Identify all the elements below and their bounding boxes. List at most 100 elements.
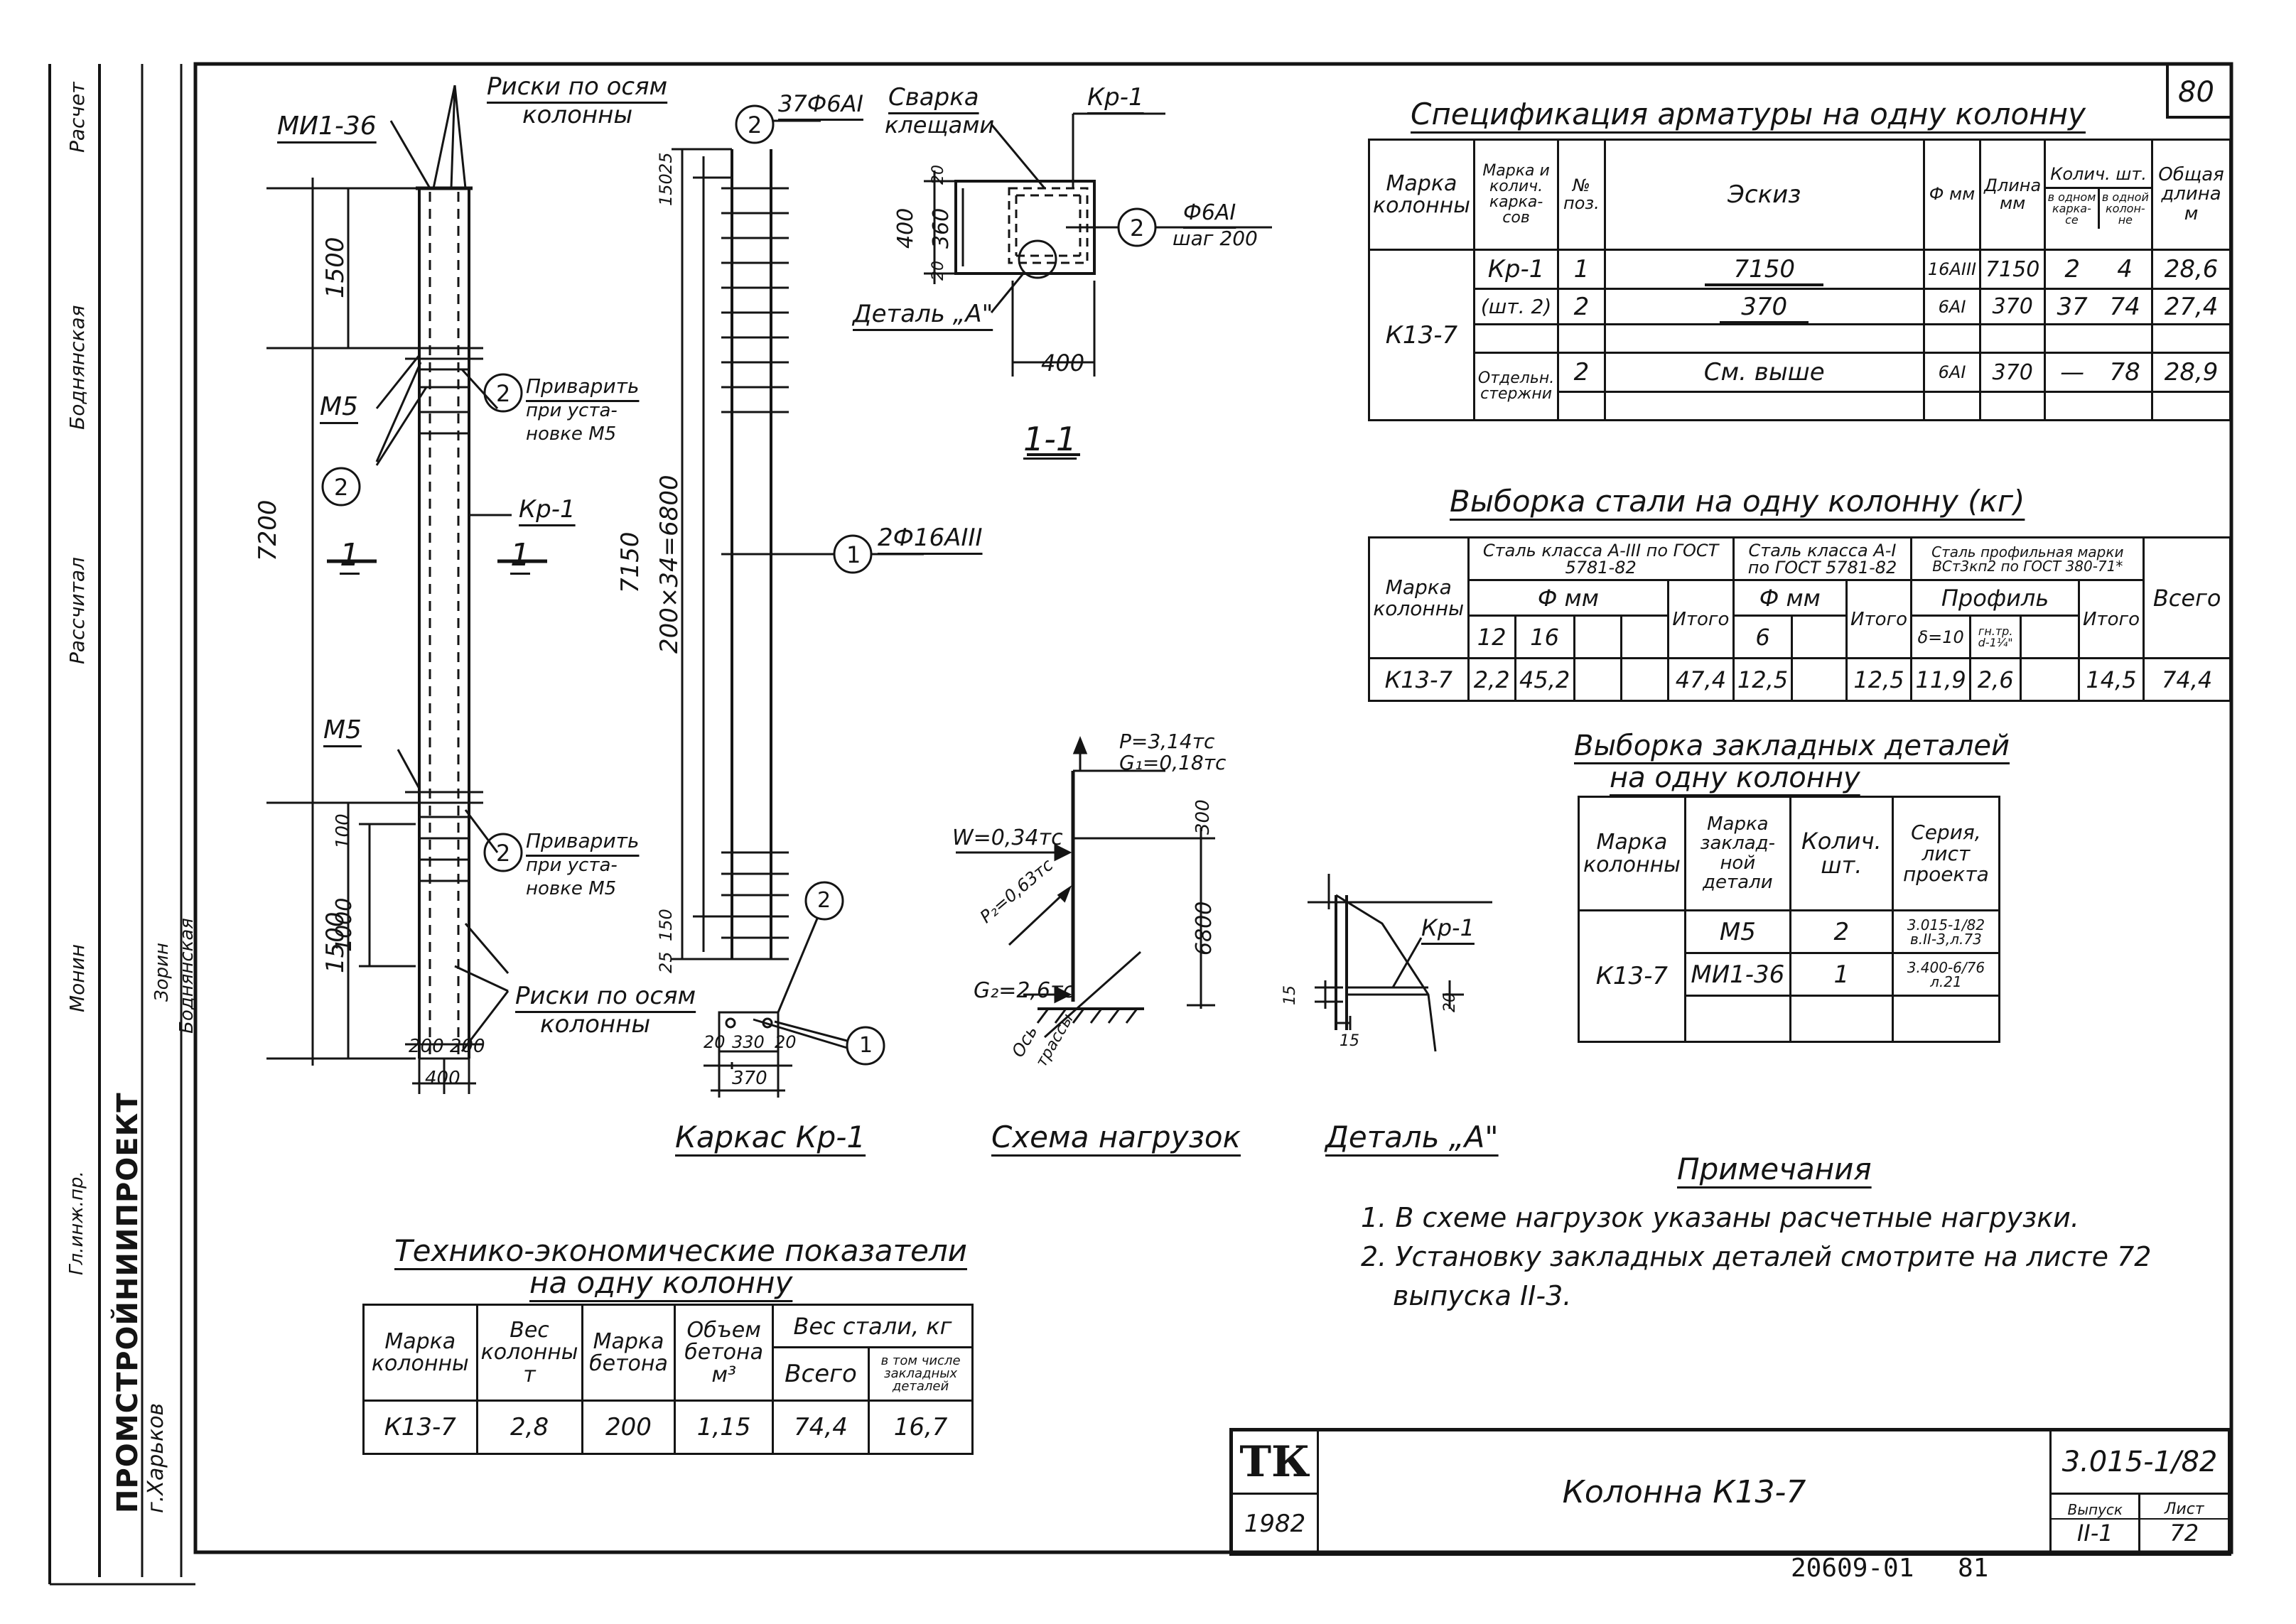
steel-title: Выборка стали на одну колонну (кг) (1450, 484, 2025, 519)
steel-table: Марка колонны Сталь класса А-III по ГОСТ… (1368, 536, 2231, 702)
embed-empty-b (1789, 995, 1894, 1043)
embed-empty-c (1891, 995, 2001, 1043)
embed-h-mark: Марка колонны (1578, 796, 1686, 911)
dim-6800-cage: 200×34=6800 (655, 475, 684, 654)
cage-section-370: 370 (732, 1068, 767, 1089)
spec-row-2-q2: 74 (2109, 292, 2140, 321)
column-m5-lower-label: М5 (323, 715, 362, 745)
steel-h-prof: Сталь профильная марки ВСт3кп2 по ГОСТ 3… (1910, 536, 2145, 581)
tech-mark: К13-7 (362, 1400, 478, 1455)
column-m5-upper-label: М5 (320, 392, 358, 421)
steel-blank-c (1791, 657, 1848, 702)
cage-callout-1: 1 (846, 541, 861, 568)
cage-section-20a: 20 (704, 1032, 726, 1052)
spec-row-1-q2: 4 (2117, 255, 2133, 283)
steel-v16: 45,2 (1514, 657, 1575, 702)
title-issue-label: Выпуск (2052, 1501, 2138, 1520)
dim-1000: 1000 (332, 897, 357, 952)
dim-25-bottom: 25 (656, 951, 676, 973)
spec-h-total: Общая длина м (2151, 139, 2231, 251)
spec-h-cage: Марка и колич. карка-сов (1472, 139, 1560, 251)
spec-mark: К13-7 (1368, 249, 1475, 421)
steel-vd10: 11,9 (1910, 657, 1971, 702)
spec-separate: Отдельн. стержни (1472, 352, 1560, 421)
spec-h-d: Ф мм (1922, 139, 1982, 251)
dim-7150: 7150 (616, 531, 645, 593)
callout-2-left: 2 (334, 474, 349, 501)
cage-bar-main: 2Ф16АIII (878, 524, 983, 552)
spec-row-3-total: 28,9 (2151, 352, 2231, 393)
tech-steel-embed: 16,7 (868, 1400, 974, 1455)
cage-caption: Каркас Кр-1 (675, 1120, 866, 1154)
embed-title-2: на одну колонну (1610, 762, 1860, 794)
tech-title-2: на одну колонну (529, 1265, 793, 1300)
title-issue-value: II-1 (2076, 1519, 2113, 1547)
weld-note-upper-3: новке М5 (526, 423, 617, 445)
callout-2-upper: 2 (496, 380, 511, 407)
spec-row-2-sketch: 370 (1603, 288, 1925, 325)
spec-table: Марка колонны Марка и колич. карка-сов №… (1368, 139, 2231, 421)
section-bar-label-1: Ф6АI (1183, 200, 1236, 225)
steel-h-mark: Марка колонны (1368, 536, 1470, 659)
tech-h-incl: в том числе закладных деталей (868, 1346, 974, 1402)
side-role-4: Расчет (65, 82, 89, 153)
steel-h-12: 12 (1467, 615, 1516, 659)
steel-h-blank-4 (2020, 615, 2080, 659)
title-sheet-label: Лист (2141, 1500, 2228, 1520)
note-2: 2. Установку закладных деталей смотрите … (1361, 1241, 2152, 1272)
section-dim-360: 360 (929, 207, 954, 249)
side-role-0: Гл.инж.пр. (66, 1171, 87, 1275)
side-name-0: Зорин (151, 943, 173, 1002)
cage-bar-note: 37Ф6АI (778, 90, 863, 117)
spec-h-q1: в одном карка-се (2047, 188, 2100, 229)
spec-row-2-d: 6АI (1922, 288, 1982, 325)
spec-h-mark: Марка колонны (1368, 139, 1475, 251)
cage-section-20b: 20 (775, 1032, 797, 1052)
steel-blank-d (2020, 657, 2080, 702)
spec-title: Спецификация арматуры на одну колонну (1411, 97, 2086, 131)
weld-note-lower-1: Приварить (526, 829, 640, 852)
spec-h-len: Длина мм (1979, 139, 2047, 251)
steel-blank-a (1573, 657, 1622, 702)
tech-volume: 1,15 (674, 1400, 774, 1455)
tech-h-mark: Марка колонны (362, 1304, 478, 1402)
spec-empty-i (1603, 391, 1925, 421)
spec-row-2-total: 27,4 (2151, 288, 2231, 325)
spec-cage: Кр-1 (1472, 249, 1560, 290)
title-sheet: Лист 72 (2138, 1493, 2231, 1555)
spec-empty-f (2044, 323, 2154, 354)
spec-empty-b (1557, 323, 1606, 354)
load-g2: G₂=2,6тс (974, 978, 1075, 1003)
column-risk-top-label-2: колонны (522, 101, 633, 129)
note-3: выпуска II-3. (1393, 1280, 1572, 1311)
spec-row-1-len: 7150 (1979, 249, 2047, 290)
dim-150-top: 150 (656, 173, 676, 206)
spec-row-3-q1: — (2060, 358, 2085, 386)
section-callout-2: 2 (1130, 215, 1145, 242)
spec-row-3-q2: 78 (2109, 358, 2140, 386)
side-role-3: Боднянская (65, 305, 89, 430)
spec-row-3-len: 370 (1979, 352, 2047, 393)
dim-400-col: 400 (425, 1068, 460, 1089)
section-dim-400: 400 (893, 207, 918, 249)
spec-row-3-q: — 78 (2044, 352, 2154, 393)
side-role-2: Рассчитал (65, 557, 89, 664)
spec-h-sketch: Эскиз (1603, 139, 1925, 251)
spec-empty-d (1922, 323, 1982, 354)
dim-7200: 7200 (254, 499, 282, 561)
weld-note-upper-1: Приварить (526, 374, 640, 398)
steel-blank-b (1619, 657, 1670, 702)
embed-row-2-series: 3.400-6/76 л.21 (1891, 952, 2001, 997)
dim-150-bottom: 150 (656, 909, 676, 941)
steel-v6: 12,5 (1732, 657, 1794, 702)
load-g1: G₁=0,18тс (1119, 751, 1227, 774)
spec-empty-h (1557, 391, 1606, 421)
column-top-embed-label: МИ1-36 (277, 112, 377, 141)
title-name: Колонна К13-7 (1317, 1429, 2052, 1555)
section-mark-right: 1 (510, 537, 530, 573)
side-role-1: Монин (65, 943, 89, 1012)
detail-a-pointer-label: Деталь „А" (853, 300, 993, 328)
load-dim-300: 300 (1192, 799, 1214, 835)
spec-h-qty: Колич. шт. в одном карка-се в одной коло… (2044, 139, 2154, 251)
cage-callout-1b: 1 (859, 1033, 873, 1058)
